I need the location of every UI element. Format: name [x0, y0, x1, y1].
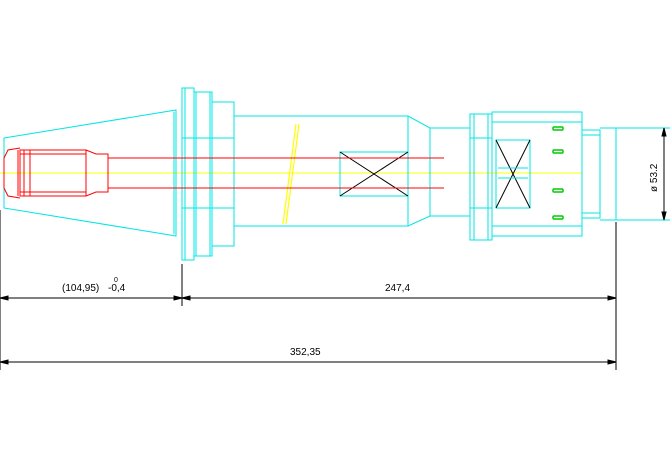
slot-marks: [552, 126, 564, 220]
cutting-tool: [3, 147, 444, 199]
clamp-nut: [469, 111, 583, 241]
middle-length-dimension: 247,4: [385, 283, 410, 294]
left-tolerance-upper: 0: [114, 277, 118, 284]
end-spindle: [581, 127, 670, 221]
diameter-dimension: ø 53.2: [649, 163, 660, 192]
main-body: [233, 115, 470, 227]
body-collar: [211, 101, 235, 247]
section-break-line: [282, 123, 300, 225]
overall-length-dimension: 352,35: [290, 347, 321, 358]
dimension-lines: [0, 127, 667, 370]
left-length-dimension: (104,95): [62, 283, 99, 294]
flange: [181, 87, 213, 261]
left-tolerance-lower: -0,4: [108, 283, 126, 294]
